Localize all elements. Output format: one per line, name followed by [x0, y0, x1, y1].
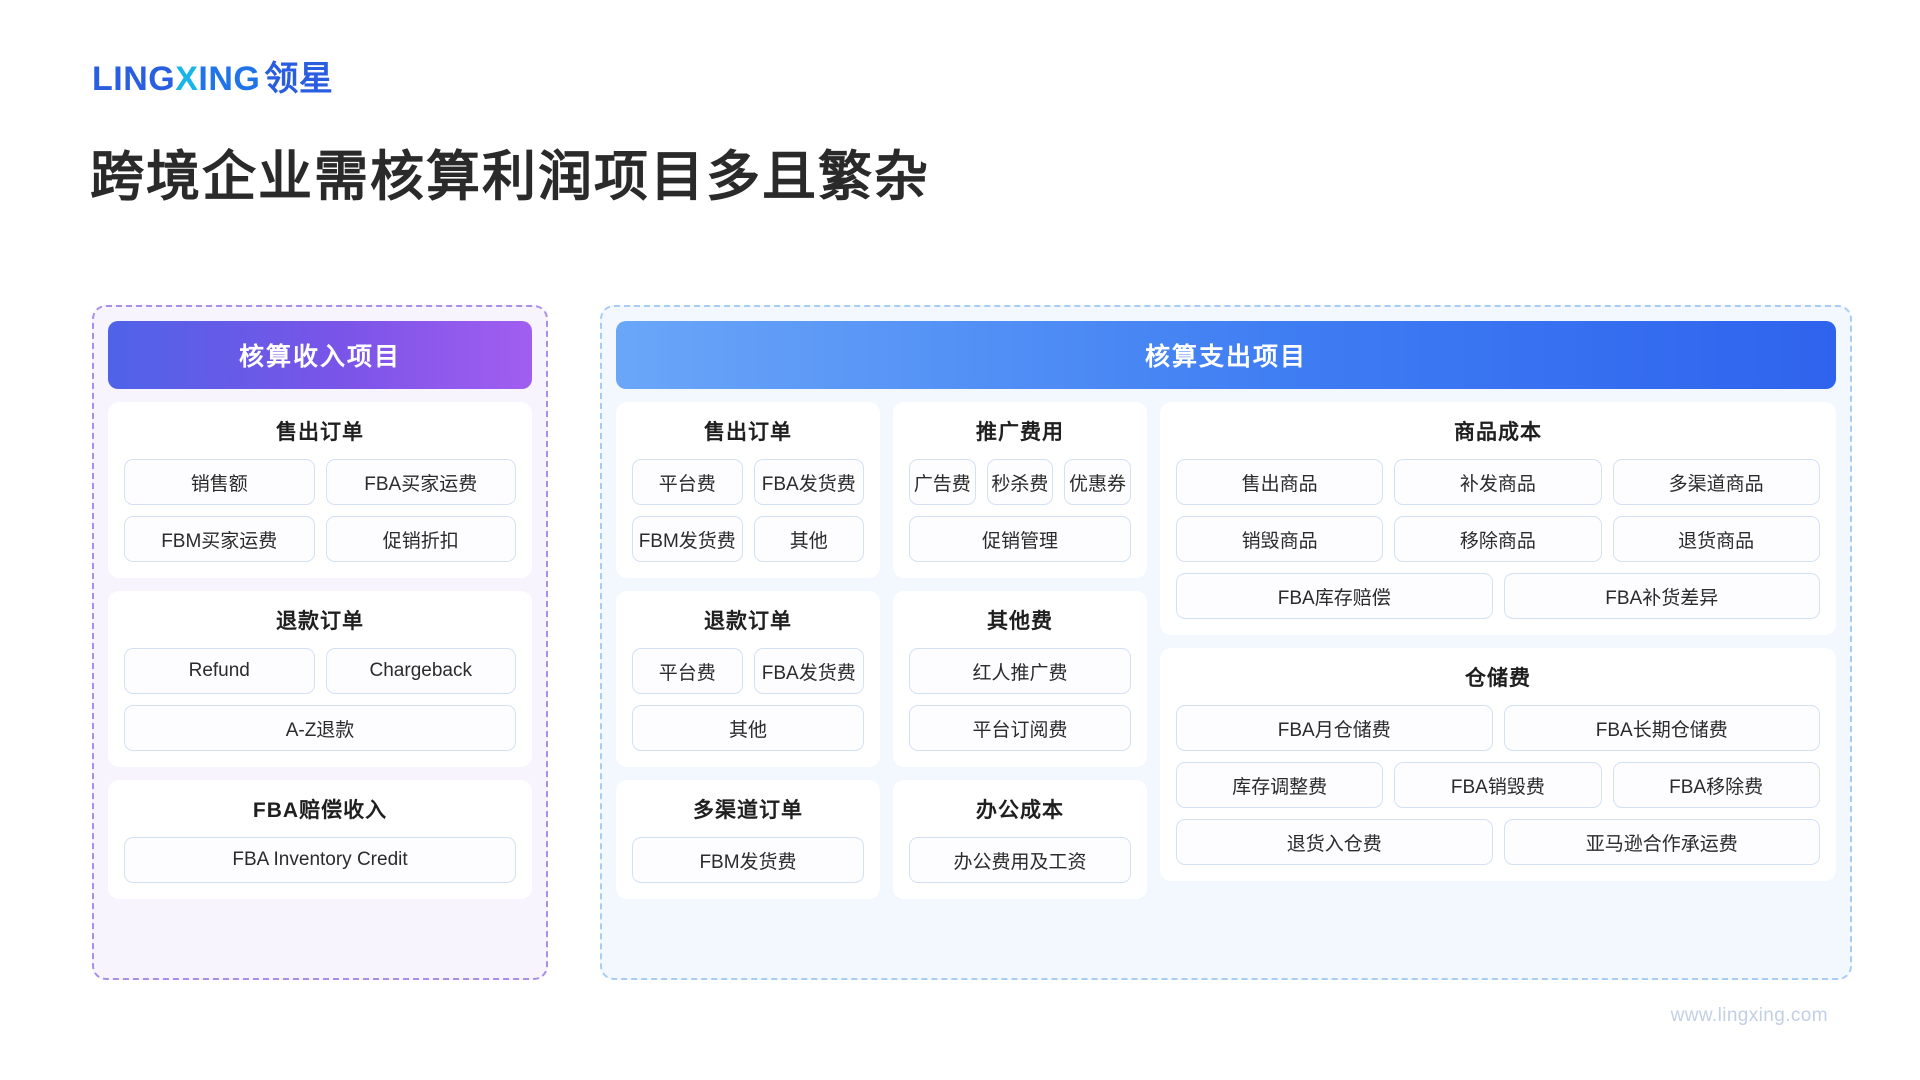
category-card-title: 商品成本: [1454, 421, 1542, 444]
item-chip[interactable]: FBM发货费: [632, 837, 864, 883]
expense-column: 推广费用广告费秒杀费优惠券促销管理其他费红人推广费平台订阅费办公成本办公费用及工…: [893, 402, 1147, 964]
logo-text-ing: ING: [198, 60, 261, 98]
category-card: 办公成本办公费用及工资: [893, 780, 1147, 899]
category-card-title: 办公成本: [976, 799, 1064, 822]
item-chip[interactable]: FBM买家运费: [124, 516, 315, 562]
item-chip[interactable]: FBA移除费: [1612, 762, 1820, 808]
item-chip[interactable]: FBA Inventory Credit: [124, 837, 516, 883]
item-chip[interactable]: FBA补货差异: [1503, 573, 1820, 619]
item-chip[interactable]: FBA长期仓储费: [1503, 705, 1820, 751]
chip-group: 广告费秒杀费优惠券促销管理: [909, 459, 1131, 562]
item-chip[interactable]: 促销折扣: [325, 516, 516, 562]
item-chip[interactable]: 优惠券: [1064, 459, 1131, 505]
logo-text-cn: 领星: [264, 60, 334, 98]
item-chip[interactable]: 平台费: [632, 459, 743, 505]
item-chip[interactable]: 其他: [632, 705, 864, 751]
item-chip[interactable]: 销毁商品: [1176, 516, 1384, 562]
category-card-title: FBA赔偿收入: [252, 799, 388, 822]
chip-group: FBM发货费: [632, 837, 864, 883]
item-chip[interactable]: FBA库存赔偿: [1176, 573, 1493, 619]
page-title: 跨境企业需核算利润项目多且繁杂: [90, 147, 930, 207]
item-chip[interactable]: FBA月仓储费: [1176, 705, 1493, 751]
item-chip[interactable]: 红人推广费: [909, 648, 1131, 694]
item-chip[interactable]: 平台订阅费: [909, 705, 1131, 751]
category-card-title: 推广费用: [976, 421, 1064, 444]
item-chip[interactable]: 销售额: [124, 459, 315, 505]
category-card-title: 其他费: [987, 610, 1053, 633]
expense-panel-header: 核算支出项目: [616, 321, 1836, 389]
item-chip[interactable]: 退货入仓费: [1176, 819, 1493, 865]
item-chip[interactable]: 售出商品: [1176, 459, 1384, 505]
category-card-title: 售出订单: [276, 421, 364, 444]
category-card-title: 多渠道订单: [693, 799, 803, 822]
category-card: 推广费用广告费秒杀费优惠券促销管理: [893, 402, 1147, 578]
footer-website-url: www.lingxing.com: [1670, 1005, 1828, 1026]
item-chip[interactable]: 其他: [753, 516, 864, 562]
category-card-title: 售出订单: [704, 421, 792, 444]
item-chip[interactable]: A-Z退款: [124, 705, 516, 751]
category-card-title: 退款订单: [276, 610, 364, 633]
item-chip[interactable]: 促销管理: [909, 516, 1131, 562]
income-panel-header: 核算收入项目: [108, 321, 532, 389]
chip-group: FBA Inventory Credit: [124, 837, 516, 883]
logo-text-ling: LING: [92, 60, 176, 98]
item-chip[interactable]: FBA发货费: [753, 459, 864, 505]
category-card: FBA赔偿收入 FBA Inventory Credit: [108, 780, 532, 899]
category-card: 其他费红人推广费平台订阅费: [893, 591, 1147, 767]
item-chip[interactable]: 移除商品: [1394, 516, 1602, 562]
item-chip[interactable]: 多渠道商品: [1612, 459, 1820, 505]
item-chip[interactable]: 库存调整费: [1176, 762, 1384, 808]
category-card-title: 退款订单: [704, 610, 792, 633]
item-chip[interactable]: 办公费用及工资: [909, 837, 1131, 883]
item-chip[interactable]: 亚马逊合作承运费: [1503, 819, 1820, 865]
item-chip[interactable]: Refund: [124, 648, 315, 694]
item-chip[interactable]: 退货商品: [1612, 516, 1820, 562]
item-chip[interactable]: FBA发货费: [753, 648, 864, 694]
chip-group: 办公费用及工资: [909, 837, 1131, 883]
item-chip[interactable]: 平台费: [632, 648, 743, 694]
item-chip[interactable]: FBM发货费: [632, 516, 743, 562]
item-chip[interactable]: 补发商品: [1394, 459, 1602, 505]
item-chip[interactable]: 广告费: [909, 459, 976, 505]
item-chip[interactable]: FBA销毁费: [1394, 762, 1602, 808]
item-chip[interactable]: Chargeback: [325, 648, 516, 694]
category-card: 多渠道订单 FBM发货费: [616, 780, 880, 899]
logo-text-x: X: [175, 60, 199, 98]
item-chip[interactable]: 秒杀费: [986, 459, 1054, 505]
category-card-title: 仓储费: [1465, 667, 1531, 690]
item-chip[interactable]: FBA买家运费: [325, 459, 516, 505]
chip-group: 红人推广费平台订阅费: [909, 648, 1131, 751]
